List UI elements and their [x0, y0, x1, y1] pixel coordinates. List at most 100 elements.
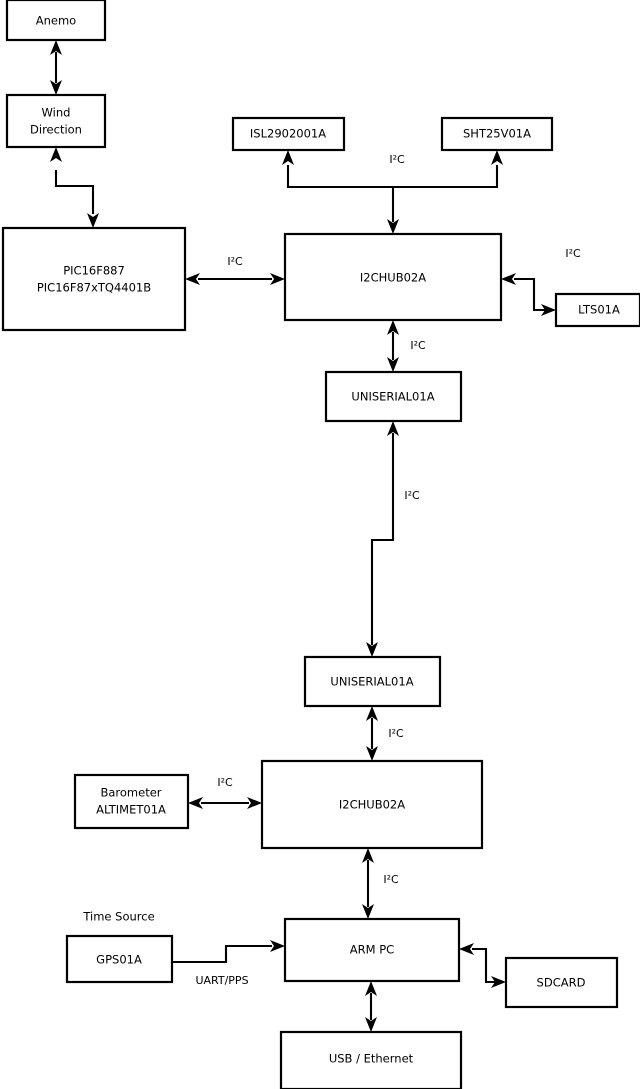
arrow-head-down	[50, 80, 62, 95]
node-i2chub02a-top[interactable]: I2CHUB02A	[283, 232, 503, 322]
node-label-arm-pc: ARM PC	[350, 943, 394, 957]
edge-arm-pc-usb-ethernet	[365, 981, 377, 1032]
arrow-head-up	[50, 40, 62, 55]
arrow-head-up	[50, 147, 62, 162]
node-label-wind-direction-line2: Direction	[30, 123, 82, 137]
arrow-head-down	[366, 746, 378, 761]
arrow-head-sht	[491, 150, 503, 165]
arrow-head-down	[365, 1017, 377, 1032]
node-label-usb-ethernet: USB / Ethernet	[329, 1052, 414, 1066]
arrow-head-up	[365, 981, 377, 996]
node-lts01a[interactable]: LTS01A	[554, 292, 640, 328]
arrow-head-left	[185, 273, 200, 285]
edge-label-i2chub-armpc: I²C	[383, 873, 399, 886]
edge-label-pic-i2chub-top: I²C	[227, 255, 243, 268]
node-isl2902001a[interactable]: ISL2902001A	[231, 116, 346, 152]
node-label-barometer-line2: ALTIMET01A	[96, 803, 166, 817]
node-box[interactable]	[231, 116, 346, 152]
node-sht25v01a[interactable]: SHT25V01A	[440, 116, 554, 152]
arrow-head-up	[387, 320, 399, 335]
node-uniserial01a-upper[interactable]: UNISERIAL01A	[324, 370, 463, 423]
node-box[interactable]	[260, 759, 484, 850]
node-label-sdcard: SDCARD	[537, 976, 586, 990]
node-box[interactable]	[283, 232, 503, 322]
arrow-head-hub	[387, 219, 399, 234]
node-label-uniserial01a-lower: UNISERIAL01A	[330, 675, 413, 689]
node-box[interactable]	[279, 1030, 463, 1089]
node-box[interactable]	[324, 370, 463, 423]
node-label-pic-line1: PIC16F887	[63, 264, 125, 278]
node-box[interactable]	[73, 773, 190, 830]
node-usb-ethernet[interactable]: USB / Ethernet	[279, 1030, 463, 1089]
edge-line	[370, 433, 395, 645]
node-label-i2chub02a-top: I2CHUB02A	[360, 271, 426, 285]
arrow-head-up	[387, 421, 399, 436]
arrow-head-up	[362, 848, 374, 863]
node-label-gps01a: GPS01A	[96, 953, 142, 967]
arrow-head-down	[366, 642, 378, 657]
arrow-head-right	[270, 940, 285, 952]
arrow-head-right	[541, 304, 556, 316]
arrow-head-left	[501, 273, 516, 285]
arrow-head-left	[459, 943, 474, 955]
node-label-anemo: Anemo	[36, 14, 76, 28]
edge-label-uniserial2-i2chub: I²C	[388, 727, 404, 740]
node-barometer-altimet01a[interactable]: Barometer ALTIMET01A	[73, 773, 190, 830]
node-box[interactable]	[440, 116, 554, 152]
node-box[interactable]	[283, 917, 461, 983]
arrow-head-right	[270, 273, 285, 285]
edge-barometer-i2chub-bottom: I²C	[188, 776, 262, 809]
node-label-lts01a: LTS01A	[578, 303, 620, 317]
edge-uniserial-2-i2chub-bottom: I²C	[366, 706, 404, 761]
node-box[interactable]	[5, 0, 107, 42]
edge-wind-direction-pic	[50, 147, 99, 228]
node-label-wind-direction-line1: Wind	[42, 106, 71, 120]
node-gps01a[interactable]: GPS01A	[65, 934, 174, 984]
arrow-head-right	[491, 976, 506, 988]
label-time-source: Time Source	[82, 910, 154, 924]
edge-anemo-wind-direction	[50, 40, 62, 95]
node-box[interactable]	[303, 655, 442, 708]
edge-arm-pc-sdcard	[459, 943, 506, 988]
node-arm-pc[interactable]: ARM PC	[283, 917, 461, 983]
node-label-uniserial01a-upper: UNISERIAL01A	[351, 390, 434, 404]
edge-line-left-branch	[286, 165, 395, 222]
edge-label-i2chub-uniserial1: I²C	[410, 339, 426, 352]
node-box[interactable]	[5, 93, 107, 149]
edge-label-gps-armpc: UART/PPS	[195, 974, 248, 987]
arrow-head-down	[87, 213, 99, 228]
arrow-head-isl	[282, 150, 294, 165]
node-label-pic-line2: PIC16F87xTQ4401B	[37, 281, 151, 295]
edge-gps-arm-pc: UART/PPS	[172, 940, 285, 987]
arrow-head-right	[247, 797, 262, 809]
node-uniserial01a-lower[interactable]: UNISERIAL01A	[303, 655, 442, 708]
node-box[interactable]	[65, 934, 174, 984]
node-box[interactable]	[554, 292, 640, 328]
node-wind-direction[interactable]: Wind Direction	[5, 93, 107, 149]
edge-label-barometer-i2chub: I²C	[217, 776, 233, 789]
arrow-head-down	[362, 904, 374, 919]
edge-i2chub-top-uniserial-1: I²C	[387, 320, 426, 372]
edge-line	[54, 170, 95, 214]
edge-i2chub-top-sensors: I²C	[282, 150, 503, 234]
node-anemo[interactable]: Anemo	[5, 0, 107, 42]
edge-line-right-branch	[393, 165, 499, 189]
node-pic-mcu[interactable]: PIC16F887 PIC16F87xTQ4401B	[1, 226, 187, 332]
edge-label-uniserial-link: I²C	[404, 489, 420, 502]
node-sdcard[interactable]: SDCARD	[504, 956, 619, 1009]
edge-line	[172, 944, 272, 964]
node-label-isl2902001a: ISL2902001A	[250, 127, 326, 141]
edge-line	[514, 277, 545, 312]
edge-label-i2chub-lts: I²C	[565, 247, 581, 260]
node-box[interactable]	[504, 956, 619, 1009]
node-i2chub02a-bottom[interactable]: I2CHUB02A	[260, 759, 484, 850]
node-label-sht25v01a: SHT25V01A	[463, 127, 531, 141]
node-label-barometer-line1: Barometer	[100, 786, 161, 800]
edge-uniserial-link: I²C	[366, 421, 420, 657]
edge-i2chub-bottom-arm-pc: I²C	[362, 848, 399, 919]
arrow-head-down	[387, 357, 399, 372]
edge-pic-i2chub-top: I²C	[185, 255, 285, 285]
node-box[interactable]	[1, 226, 187, 332]
